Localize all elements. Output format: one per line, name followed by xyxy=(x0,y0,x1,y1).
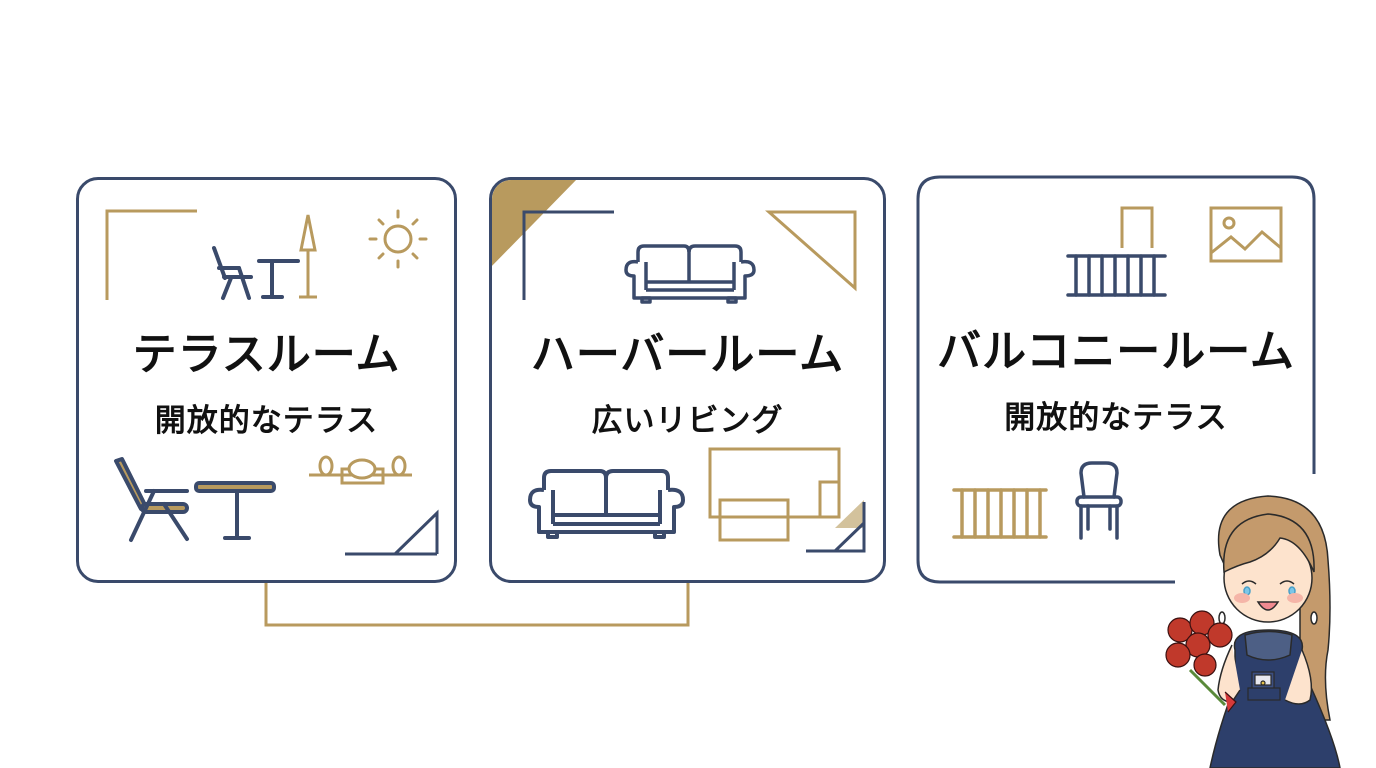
floor-plan-icon xyxy=(708,447,841,542)
patio-chair-table-icon xyxy=(212,246,300,300)
room-subtitle: 開放的なテラス xyxy=(154,403,379,439)
room-subtitle: 広いリビング xyxy=(591,403,784,439)
sofa-icon xyxy=(624,244,756,304)
door-icon xyxy=(1120,206,1154,248)
corner-frame-icon xyxy=(522,210,614,300)
corner-triangle-icon xyxy=(345,509,439,556)
sofa-large-icon xyxy=(528,469,685,539)
room-card-harbor[interactable]: ハーバールーム 広いリビング xyxy=(489,177,886,583)
room-card-terrace[interactable]: テラスルーム 開放的なテラス xyxy=(76,177,457,583)
parasol-icon xyxy=(299,214,317,299)
lounge-chair-icon xyxy=(114,457,189,542)
room-card-balcony[interactable]: バルコニールーム 開放的なテラス xyxy=(918,177,1314,583)
chair-icon xyxy=(1075,461,1123,540)
triangle-icon xyxy=(765,210,857,292)
corner-frame-icon xyxy=(105,209,197,300)
garland-icon xyxy=(309,455,412,485)
corner-triangle-icon xyxy=(806,500,866,553)
table-icon xyxy=(194,481,276,540)
room-subtitle: 開放的なテラス xyxy=(1004,400,1228,436)
room-title: テラスルーム xyxy=(132,329,401,380)
sun-icon xyxy=(368,209,428,269)
picture-icon xyxy=(1209,206,1283,263)
woman-illustration xyxy=(1165,495,1341,768)
balcony-railing-icon xyxy=(1066,254,1167,297)
corner-ribbon-icon xyxy=(492,180,577,266)
room-title: ハーバールーム xyxy=(530,329,845,380)
railing-icon xyxy=(952,488,1048,539)
room-title: バルコニールーム xyxy=(937,326,1295,377)
